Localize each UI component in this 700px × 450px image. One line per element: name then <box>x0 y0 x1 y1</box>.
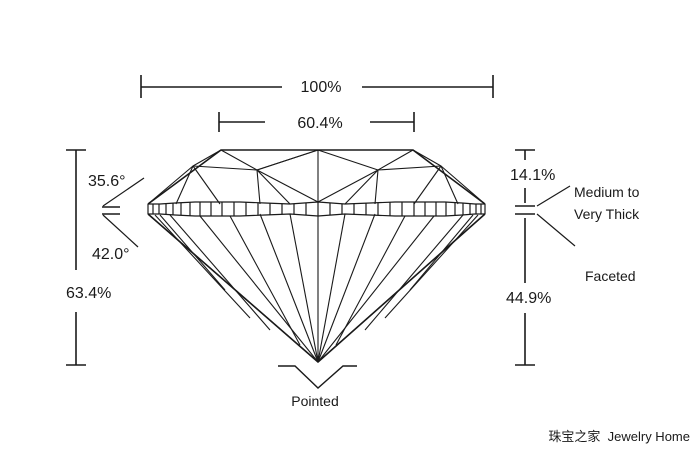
crown-facets <box>147 149 486 205</box>
total-depth-dimension: 63.4% <box>66 149 111 366</box>
crown-angle-label: 35.6° <box>88 173 126 190</box>
girdle-band <box>147 201 486 217</box>
diamond-outline <box>147 149 486 363</box>
pavilion-depth-label: 44.9% <box>506 290 551 307</box>
girdle-finish-label: Faceted <box>585 268 636 284</box>
crown-height-label: 14.1% <box>510 167 555 184</box>
table-width-dimension: 60.4% <box>218 112 415 132</box>
angle-markers: 35.6° 42.0° <box>88 173 145 263</box>
culet-label: Pointed <box>291 393 338 409</box>
total-depth-label: 63.4% <box>66 285 111 302</box>
total-width-dimension: 100% <box>140 75 494 98</box>
watermark: 珠宝之家 Jewelry Home <box>548 429 690 444</box>
girdle-thickness-line2: Very Thick <box>574 206 640 222</box>
girdle-thickness-line1: Medium to <box>574 184 640 200</box>
pavilion-angle-label: 42.0° <box>92 246 130 263</box>
culet-annotation: Pointed <box>278 365 357 409</box>
table-width-label: 60.4% <box>297 115 342 132</box>
girdle-annotation: Medium to Very Thick Faceted <box>536 184 640 284</box>
total-width-label: 100% <box>301 79 342 96</box>
pavilion-facets <box>147 213 486 363</box>
height-depth-dimension: 14.1% 44.9% <box>506 149 555 366</box>
